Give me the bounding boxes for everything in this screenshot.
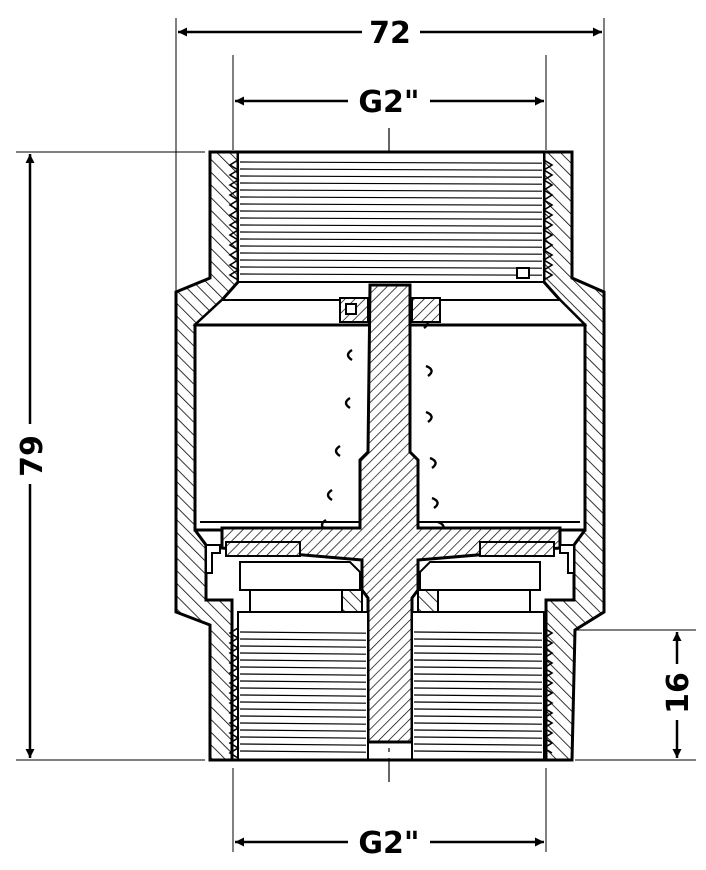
thread-line bbox=[239, 217, 543, 220]
thread-line bbox=[239, 210, 543, 213]
thread-line bbox=[413, 666, 543, 669]
thread-line bbox=[239, 638, 367, 641]
thread-line bbox=[413, 659, 543, 662]
thread-line bbox=[413, 701, 543, 704]
thread-line bbox=[413, 729, 543, 732]
thread-line bbox=[239, 673, 367, 676]
thread-line bbox=[239, 736, 367, 739]
thread-line bbox=[239, 168, 543, 171]
dim-overall-height: 79 bbox=[15, 435, 50, 477]
thread-line bbox=[239, 231, 543, 234]
dim-top-thread: G2" bbox=[358, 85, 419, 120]
thread-line bbox=[413, 638, 543, 641]
thread-line bbox=[239, 175, 543, 178]
thread-line bbox=[239, 659, 367, 662]
thread-line bbox=[239, 687, 367, 690]
thread-line bbox=[413, 743, 543, 746]
thread-line bbox=[239, 708, 367, 711]
thread-line bbox=[413, 687, 543, 690]
thread-line bbox=[413, 708, 543, 711]
thread-line bbox=[413, 715, 543, 718]
thread-line bbox=[239, 680, 367, 683]
thread-line bbox=[239, 715, 367, 718]
thread-line bbox=[239, 666, 367, 669]
thread-line bbox=[413, 652, 543, 655]
thread-line bbox=[239, 252, 543, 255]
bottom-thread-region bbox=[210, 150, 572, 762]
valve-seat bbox=[205, 544, 575, 639]
thread-line bbox=[239, 224, 543, 227]
thread-line bbox=[239, 161, 543, 164]
thread-line bbox=[239, 694, 367, 697]
thread-line bbox=[239, 182, 543, 185]
thread-line bbox=[239, 729, 367, 732]
thread-line bbox=[413, 673, 543, 676]
thread-line bbox=[239, 189, 543, 192]
thread-line bbox=[413, 722, 543, 725]
extension-lines bbox=[16, 18, 696, 852]
thread-line bbox=[239, 266, 543, 269]
dimension-lines bbox=[25, 27, 682, 847]
thread-line bbox=[239, 701, 367, 704]
thread-line bbox=[239, 238, 543, 241]
thread-line bbox=[413, 736, 543, 739]
thread-line bbox=[239, 196, 543, 199]
thread-line bbox=[239, 631, 367, 634]
thread-line bbox=[413, 631, 543, 634]
dim-overall-width: 72 bbox=[369, 16, 411, 51]
top-thread-region bbox=[228, 151, 554, 283]
thread-line bbox=[413, 694, 543, 697]
dim-bottom-thread: G2" bbox=[358, 826, 419, 861]
thread-line bbox=[239, 273, 543, 276]
thread-line bbox=[413, 680, 543, 683]
thread-line bbox=[239, 750, 367, 753]
thread-line bbox=[239, 652, 367, 655]
thread-line bbox=[239, 722, 367, 725]
thread-line bbox=[413, 750, 543, 753]
thread-line bbox=[239, 259, 543, 262]
thread-line bbox=[413, 645, 543, 648]
thread-line bbox=[239, 203, 543, 206]
thread-line bbox=[239, 645, 367, 648]
dim-thread-length: 16 bbox=[661, 672, 696, 714]
thread-line bbox=[239, 743, 367, 746]
valve-body bbox=[174, 150, 606, 762]
thread-line bbox=[239, 245, 543, 248]
